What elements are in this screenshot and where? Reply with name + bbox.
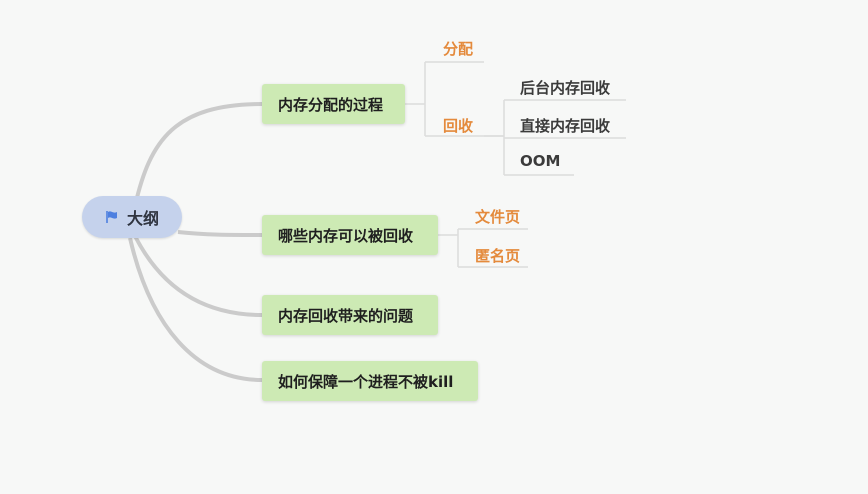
subtopic-recycle[interactable]: 回收 (443, 117, 474, 135)
connector-root-to-topic-4 (128, 237, 263, 382)
root-topic[interactable]: 大纲 (82, 196, 182, 238)
leaf-background-reclaim[interactable]: 后台内存回收 (520, 79, 611, 97)
connector-recycle-to-leaves (484, 99, 626, 176)
topic-prevent-process-kill[interactable]: 如何保障一个进程不被kill (262, 361, 478, 401)
leaf-oom[interactable]: OOM (520, 152, 561, 170)
topic-reclaim-problems[interactable]: 内存回收带来的问题 (262, 295, 438, 335)
subtopic-anonymous-pages[interactable]: 匿名页 (475, 247, 521, 265)
topic-label: 内存分配的过程 (278, 95, 384, 114)
subtopic-allocate[interactable]: 分配 (443, 40, 474, 58)
root-label: 大纲 (126, 209, 159, 228)
subtopic-file-pages[interactable]: 文件页 (475, 208, 521, 226)
topic-memory-allocation-process[interactable]: 内存分配的过程 (262, 84, 405, 124)
leaf-direct-reclaim[interactable]: 直接内存回收 (520, 117, 611, 135)
topic-label: 内存回收带来的问题 (278, 306, 414, 325)
flag-icon (105, 210, 119, 224)
connector-topic-1-to-subs (405, 61, 504, 137)
connector-root-to-topic-2 (177, 230, 263, 237)
connector-topic-2-to-subs (438, 228, 528, 268)
topic-label: 哪些内存可以被回收 (278, 226, 414, 245)
connector-root-to-topic-3 (133, 235, 263, 317)
topic-reclaimable-memory[interactable]: 哪些内存可以被回收 (262, 215, 438, 255)
topic-label: 如何保障一个进程不被kill (278, 372, 454, 391)
connector-root-to-topic-1 (133, 102, 263, 207)
